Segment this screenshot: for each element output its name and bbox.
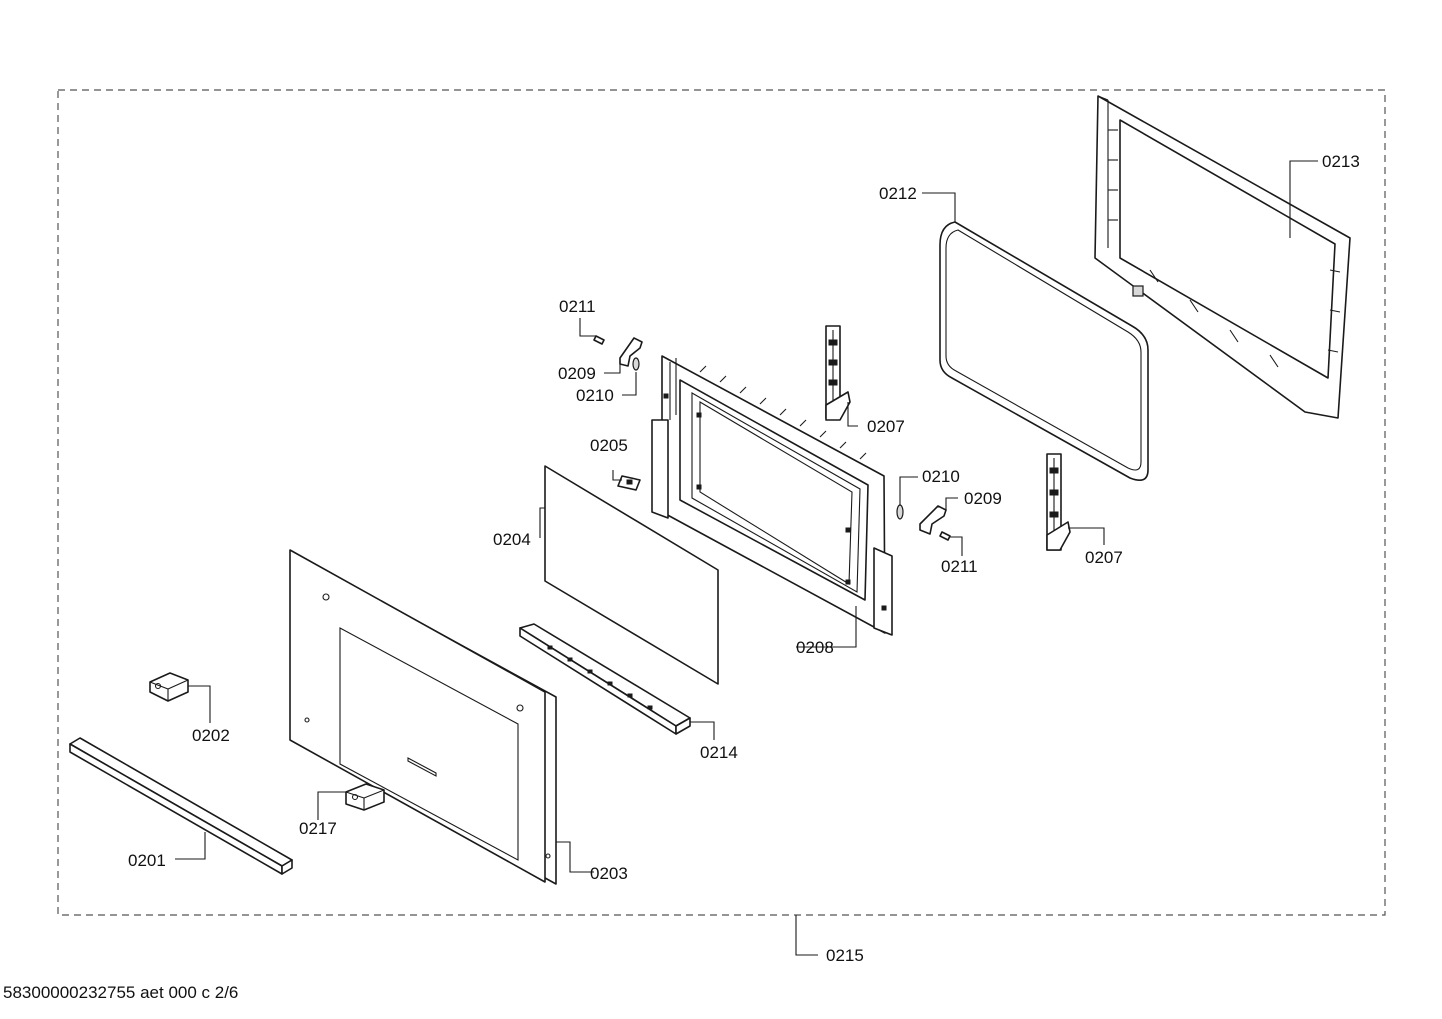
part-labels: 0211 0209 0210 0205 0204 0207 0208 0212 … (128, 152, 1360, 965)
label-0213: 0213 (1322, 152, 1360, 171)
part-0210-spring-left (632, 357, 640, 371)
part-0213-rear-frame (1094, 95, 1351, 419)
part-0210-spring-right (896, 504, 904, 520)
part-0212-door-seal (939, 221, 1149, 481)
label-0217: 0217 (299, 819, 337, 838)
label-0205: 0205 (590, 436, 628, 455)
label-0211-left: 0211 (559, 297, 596, 316)
label-0208: 0208 (796, 638, 834, 657)
label-0215: 0215 (826, 946, 864, 965)
label-0202: 0202 (192, 726, 230, 745)
label-0214: 0214 (700, 743, 738, 762)
part-0209-latch-left (619, 337, 643, 367)
label-0209-left: 0209 (558, 364, 596, 383)
label-0210-right: 0210 (922, 467, 960, 486)
label-0203: 0203 (590, 864, 628, 883)
part-0209-latch-right (919, 505, 947, 535)
label-0207-bottom: 0207 (1085, 548, 1123, 567)
leader-lines (175, 160, 1318, 956)
part-0205-clip (617, 475, 641, 491)
part-0201-handle-bar (69, 737, 293, 875)
label-0212: 0212 (879, 184, 917, 203)
part-0203-outer-door-glass (289, 549, 557, 885)
part-0214-bottom-profile (519, 623, 691, 735)
part-0211-screw-left (593, 335, 605, 345)
label-0201: 0201 (128, 851, 166, 870)
label-0209-right: 0209 (964, 489, 1002, 508)
part-0207-hinge-lower (1046, 453, 1071, 551)
label-0210-left: 0210 (576, 386, 614, 405)
part-0204-glass-pane (544, 465, 719, 685)
part-0211-screw-right (939, 531, 951, 541)
part-0207-hinge-upper (825, 325, 851, 421)
label-0207-top: 0207 (867, 417, 905, 436)
part-0202-block (149, 672, 189, 702)
label-0204: 0204 (493, 530, 531, 549)
part-0217-block (345, 783, 385, 811)
label-0211-right: 0211 (941, 557, 978, 576)
part-0208-inner-door-frame (651, 355, 893, 636)
document-code: 58300000232755 aet 000 c 2/6 (3, 983, 238, 1002)
assembly-boundary-0215 (57, 89, 1386, 916)
